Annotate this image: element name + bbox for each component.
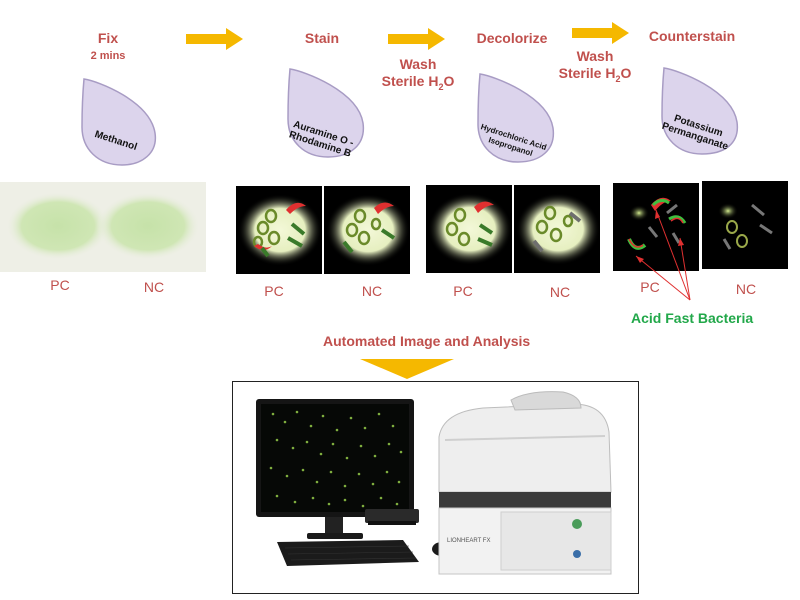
device-brand-text: LIONHEART FX <box>447 538 490 544</box>
reagent-drop-methanol: Methanol <box>78 75 160 167</box>
fix-nc-label: NC <box>143 279 165 295</box>
counterstain-nc-label: NC <box>735 281 757 297</box>
reagent-drop-stain: Auramine O -Rhodamine B <box>284 65 368 160</box>
step-counterstain-label: Counterstain <box>648 28 736 44</box>
stain-pc-label: PC <box>264 283 284 299</box>
decolorize-pc-label: PC <box>453 283 473 299</box>
wash1-line2: Sterile H2O <box>381 73 455 92</box>
arrow-right-icon <box>572 22 630 44</box>
arrow-right-icon <box>186 28 244 50</box>
step-wash2-label: Wash Sterile H2O <box>545 48 645 88</box>
step-stain-label: Stain <box>304 30 340 46</box>
fixed-smear-image <box>0 182 206 272</box>
step-fix-label: Fix <box>97 30 119 46</box>
arrow-down-icon <box>360 359 454 384</box>
analysis-title: Automated Image and Analysis <box>323 333 531 349</box>
wash2-line2: Sterile H2O <box>558 65 632 84</box>
step-wash1-label: Wash Sterile H2O <box>368 56 468 96</box>
counterstain-pc-label: PC <box>640 279 660 295</box>
wash1-line1: Wash <box>399 56 437 72</box>
counterstain-nc-image <box>702 181 788 269</box>
stain-nc-label: NC <box>361 283 383 299</box>
acid-fast-pointer-lines <box>635 209 691 301</box>
imaging-system-illustration: LIONHEART FX <box>256 391 612 575</box>
arrow-right-icon <box>388 28 446 50</box>
step-fix-duration: 2 mins <box>90 50 126 62</box>
decolorize-pc-image <box>426 185 512 273</box>
decolorize-nc-label: NC <box>549 284 571 300</box>
fix-pc-label: PC <box>50 277 70 293</box>
instrument-photo-frame: LIONHEART FX <box>232 381 639 594</box>
acid-fast-bacteria-label: Acid Fast Bacteria <box>631 310 754 326</box>
stain-pc-image <box>236 186 322 274</box>
decolorize-nc-image <box>514 185 600 273</box>
step-decolorize-label: Decolorize <box>476 30 548 46</box>
wash2-line1: Wash <box>576 48 614 64</box>
counterstain-pc-image <box>613 183 699 271</box>
stain-nc-image <box>324 186 410 274</box>
